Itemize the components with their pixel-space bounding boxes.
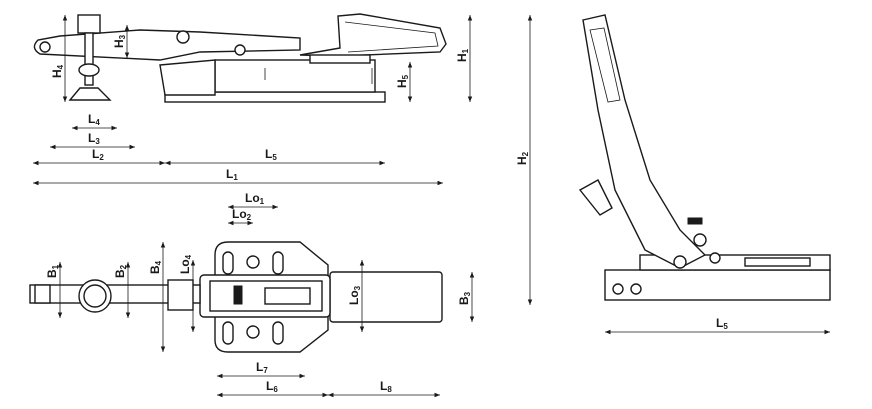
dimension-label-b2: B2 — [113, 264, 128, 278]
dimension-label-b3: B3 — [457, 291, 472, 305]
side-view — [33, 13, 447, 103]
dimension-label-lo1: Lo1 — [245, 191, 265, 206]
dimension-label-l4: L4 — [88, 112, 100, 127]
dimension-label-h1: H1 — [455, 48, 470, 62]
dimension-label-lo3: Lo3 — [347, 285, 362, 305]
dimension-label-b4: B4 — [148, 260, 163, 274]
dimension-label-l5a: L5 — [265, 147, 277, 162]
dimension-label-h4: H4 — [50, 64, 65, 78]
dimension-label-l2: L2 — [92, 147, 104, 162]
dimension-label-b1: B1 — [45, 264, 60, 278]
dimension-label-lo4: Lo4 — [178, 254, 193, 274]
dimension-label-h5: H5 — [395, 74, 410, 88]
dimension-label-h3: H3 — [112, 34, 127, 48]
plan-view — [29, 241, 443, 353]
dimension-label-lo2: Lo2 — [232, 207, 252, 222]
dimension-label-l5b: L5 — [716, 316, 728, 331]
dimension-lines — [33, 15, 830, 398]
dimension-label-h2: H2 — [515, 151, 530, 165]
dimension-label-l3: L3 — [88, 131, 100, 146]
dimension-label-l6: L6 — [266, 379, 278, 394]
dimension-label-l7: L7 — [256, 360, 268, 375]
dimension-label-l1: L1 — [226, 167, 238, 182]
dimension-label-l8: L8 — [380, 379, 392, 394]
open-view — [578, 14, 831, 301]
